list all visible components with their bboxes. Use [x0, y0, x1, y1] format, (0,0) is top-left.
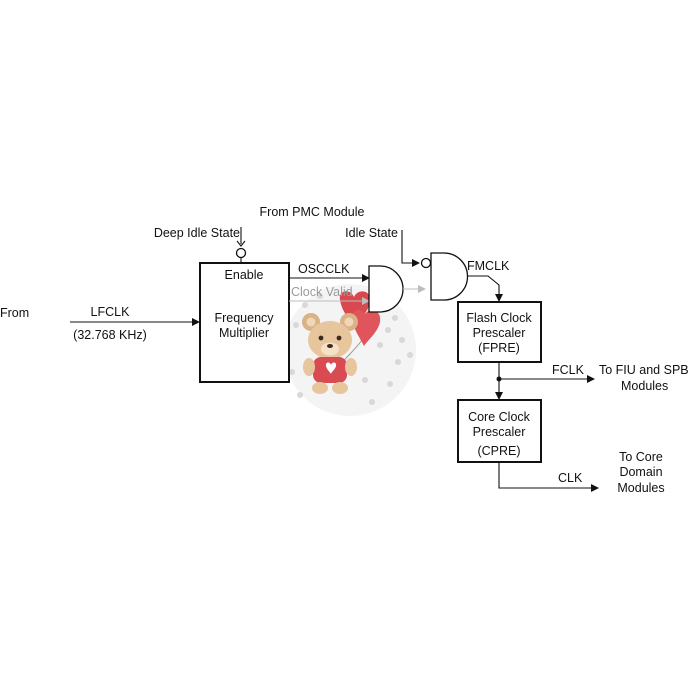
deep-idle-arrow [236, 240, 246, 247]
frequency-multiplier-block [199, 262, 290, 383]
cpre-line3: (CPRE) [477, 444, 520, 458]
enable-label: Enable [225, 268, 264, 282]
inverter-bubble-enable [235, 247, 247, 259]
frequency-multiplier-line2: Multiplier [219, 326, 269, 340]
clk-label: CLK [558, 471, 583, 485]
deep-idle-state-label: Deep Idle State [154, 226, 240, 240]
and-gate-2 [430, 252, 469, 301]
frequency-multiplier-line1: Frequency [214, 311, 274, 325]
idle-state-label: Idle State [345, 226, 398, 240]
core-destination-line3: Modules [617, 481, 664, 495]
core-destination-line1: To Core [619, 450, 663, 464]
and-gate-1 [368, 265, 404, 313]
core-clock-prescaler-block [457, 399, 542, 463]
fpre-line3: (FPRE) [478, 341, 520, 355]
cpre-line2: Prescaler [473, 425, 526, 439]
lfclk-label: LFCLK [91, 305, 131, 319]
fiu-destination-line2: Modules [621, 379, 668, 393]
inverter-bubble-idle [420, 257, 432, 269]
lfclk-frequency-label: (32.768 KHz) [73, 328, 147, 342]
fpre-line2: Prescaler [473, 326, 526, 340]
cpre-line1: Core Clock [468, 410, 531, 424]
fclk-label: FCLK [552, 363, 585, 377]
fmclk-wire [467, 275, 503, 302]
idle-state-wire [401, 230, 420, 267]
from-label: From [0, 306, 29, 320]
core-destination-line2: Domain [619, 465, 662, 479]
fpre-line1: Flash Clock [466, 311, 532, 325]
fiu-destination-line1: To FIU and SPB [599, 363, 689, 377]
teddy-bear-icon [284, 284, 416, 416]
osclk-label: OSCCLK [298, 262, 350, 276]
clk-wire [498, 462, 599, 492]
clock-valid-label: Clock Valid [291, 285, 353, 299]
flash-clock-prescaler-block [457, 301, 542, 363]
fmclk-label: FMCLK [467, 259, 510, 273]
from-pmc-module-label: From PMC Module [260, 205, 365, 219]
